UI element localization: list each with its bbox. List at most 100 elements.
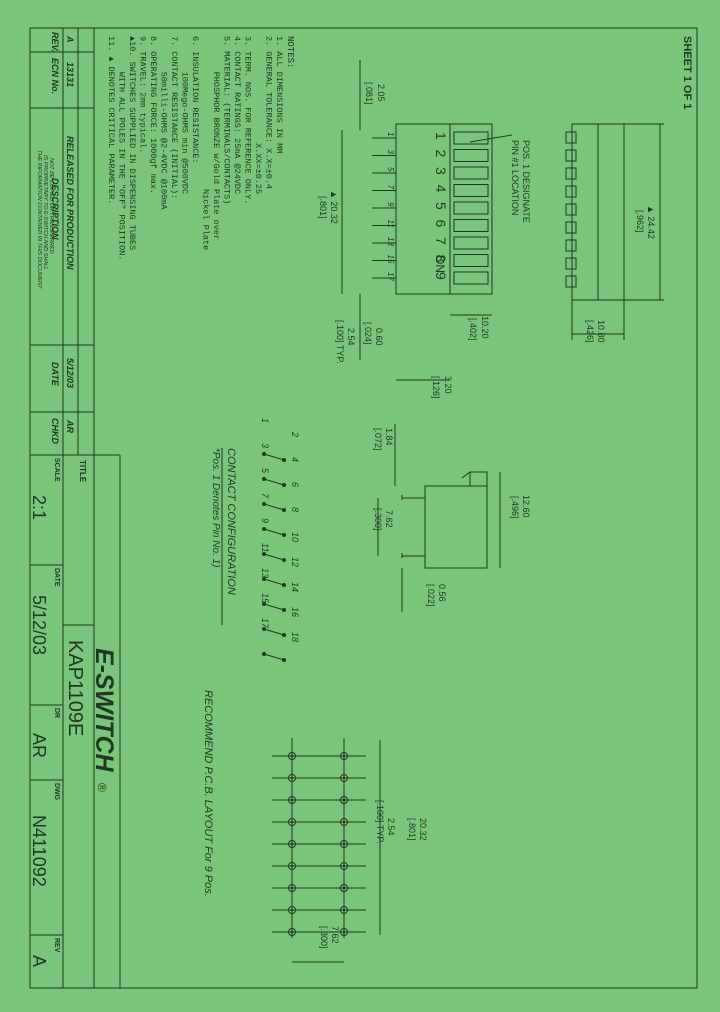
pin-dot <box>262 627 266 631</box>
pcb-hole <box>340 796 348 804</box>
dim-2-05-in: [.081] <box>364 82 374 105</box>
terminal-number: 15 <box>386 255 395 264</box>
pcb-hole <box>340 774 348 782</box>
pos-note-2: PIN #1 LOCATION <box>510 140 520 215</box>
pcb-hole <box>288 928 296 936</box>
odd-pin-number: 9 <box>260 518 270 523</box>
pcb-hole-center <box>342 886 346 890</box>
pcb-hole-center <box>290 842 294 846</box>
odd-pin-number: 3 <box>260 443 270 448</box>
contact-link <box>263 603 285 611</box>
pin-dot <box>262 602 266 606</box>
contact-config-title: CONTACT CONFIGURATION <box>225 448 237 595</box>
sheet-number: SHEET 1 OF 1 <box>681 36 693 109</box>
even-pin-number: 12 <box>290 557 300 567</box>
slider-actuator <box>453 131 489 145</box>
top-view-slot <box>565 149 577 162</box>
dim-width: 10.80 <box>596 320 606 343</box>
switch-number: 4 <box>433 185 449 193</box>
note-line: WITH ALL POLES IN THE "OFF" POSITION. <box>117 36 127 260</box>
slider-actuator <box>453 219 489 232</box>
odd-pin-number: 11 <box>260 543 270 552</box>
rev-header: REV. <box>50 32 60 52</box>
dim-2-05: 2.05 <box>376 84 386 102</box>
slider-actuator <box>453 254 489 267</box>
notes-heading: NOTES: <box>285 36 295 68</box>
pcb-hole <box>340 840 348 848</box>
terminal-number: 17 <box>386 272 395 281</box>
contact-link <box>263 553 285 561</box>
slider-actuator <box>453 149 489 162</box>
switch-number: 2 <box>433 150 449 158</box>
pcb-hole <box>340 862 348 870</box>
pcb-hole-center <box>342 908 346 912</box>
scale-value: 2:1 <box>29 495 49 520</box>
pcb-hole <box>340 884 348 892</box>
switch-number: 1 <box>433 132 449 140</box>
pcb-hole <box>340 928 348 936</box>
note-line: 7. CONTACT RESISTANCE (INITIAL): <box>169 36 179 199</box>
pcb-hole <box>288 752 296 760</box>
pcb-dim-2-54: 2.54 <box>386 818 396 836</box>
note-line: 2. GENERAL TOLERANCE: X.X=±0.4 <box>264 36 274 189</box>
chkd-header: CHKD <box>50 418 60 444</box>
side-view: 12.60 [.496] 1.84 [.072] 7.62 [.300] 0.5… <box>373 424 531 612</box>
even-pin-number: 8 <box>290 507 300 512</box>
terminal-number: 7 <box>386 185 395 190</box>
odd-pin-number: 1 <box>260 418 270 423</box>
pcb-dim-7-62: 7.62 <box>330 926 340 944</box>
on-label: ON <box>433 255 447 273</box>
title-label: TITLE <box>78 460 87 483</box>
dim-3-20-in: [.126] <box>431 376 441 399</box>
note-line: 11. ▲ DENOTES CRITICAL PARAMETER. <box>106 36 116 204</box>
switch-number: 9 <box>433 272 449 280</box>
top-view-slot <box>565 167 577 180</box>
note-line: X.XX=±0.25 <box>253 36 263 194</box>
terminal-number: 1 <box>386 132 395 136</box>
description-cell: RELEASED FOR PRODUCTION <box>65 136 75 270</box>
dim-0-60: 0.60 <box>374 328 384 346</box>
pin-dot <box>262 577 266 581</box>
pcb-hole-center <box>342 798 346 802</box>
pcb-hole-center <box>290 754 294 758</box>
dim-width-in: [.426] <box>585 320 595 343</box>
contact-link <box>263 653 285 661</box>
pcb-hole-center <box>290 930 294 934</box>
pcb-hole-center <box>342 842 346 846</box>
pcb-hole <box>288 906 296 914</box>
slider-actuator <box>453 236 489 250</box>
pcb-dim-20-32-in: [.801] <box>407 818 417 841</box>
dim-0-56: 0.56 <box>437 584 447 602</box>
part-title: KAP1109E <box>64 640 86 736</box>
contact-link <box>263 478 285 486</box>
dim-12-60-in: [.496] <box>510 496 520 519</box>
even-pin-number: 2 <box>290 431 300 437</box>
even-pin-number: 10 <box>290 532 300 542</box>
border-frame <box>29 27 698 989</box>
rev-cell: A <box>65 35 75 43</box>
dim-12-60: 12.60 <box>521 495 531 518</box>
scale-label: SCALE <box>53 458 60 482</box>
dim-0-56-in: [.022] <box>426 584 436 607</box>
dim-2-54-in: [.100] TYP. <box>335 320 345 364</box>
note-line: Nickel Plate <box>201 36 211 250</box>
pin-dot <box>262 502 266 506</box>
pcb-hole-center <box>290 864 294 868</box>
dim-0-60-in: [.024] <box>363 322 373 345</box>
note-line: 8. OPERATING FORCE: 1000gf max. <box>148 36 158 194</box>
pcb-hole <box>340 752 348 760</box>
note-line: 50milli-OHMS @2-4VDC @100mA <box>159 36 169 210</box>
revision-table: REV. ECN No. DESCRIPTION DATE CHKD A 131… <box>30 28 95 456</box>
switch-number: 3 <box>433 167 449 175</box>
note-line: ▲10. SWITCHES SUPPLIED IN DISPENSING TUB… <box>127 36 137 250</box>
dim-3-20: 3.20 <box>443 376 453 394</box>
pcb-hole <box>340 906 348 914</box>
logo-eswitch: E-SWITCH <box>90 648 118 773</box>
switch-number: 8 <box>433 255 449 263</box>
pcb-layout: RECOMMEND P.C.B. LAYOUT For 9 Pos. 20.32… <box>202 690 428 963</box>
ecn-cell: 13131 <box>65 62 75 87</box>
pcb-hole <box>340 818 348 826</box>
terminal-number: 11 <box>386 220 395 228</box>
date-header: DATE <box>50 362 60 387</box>
